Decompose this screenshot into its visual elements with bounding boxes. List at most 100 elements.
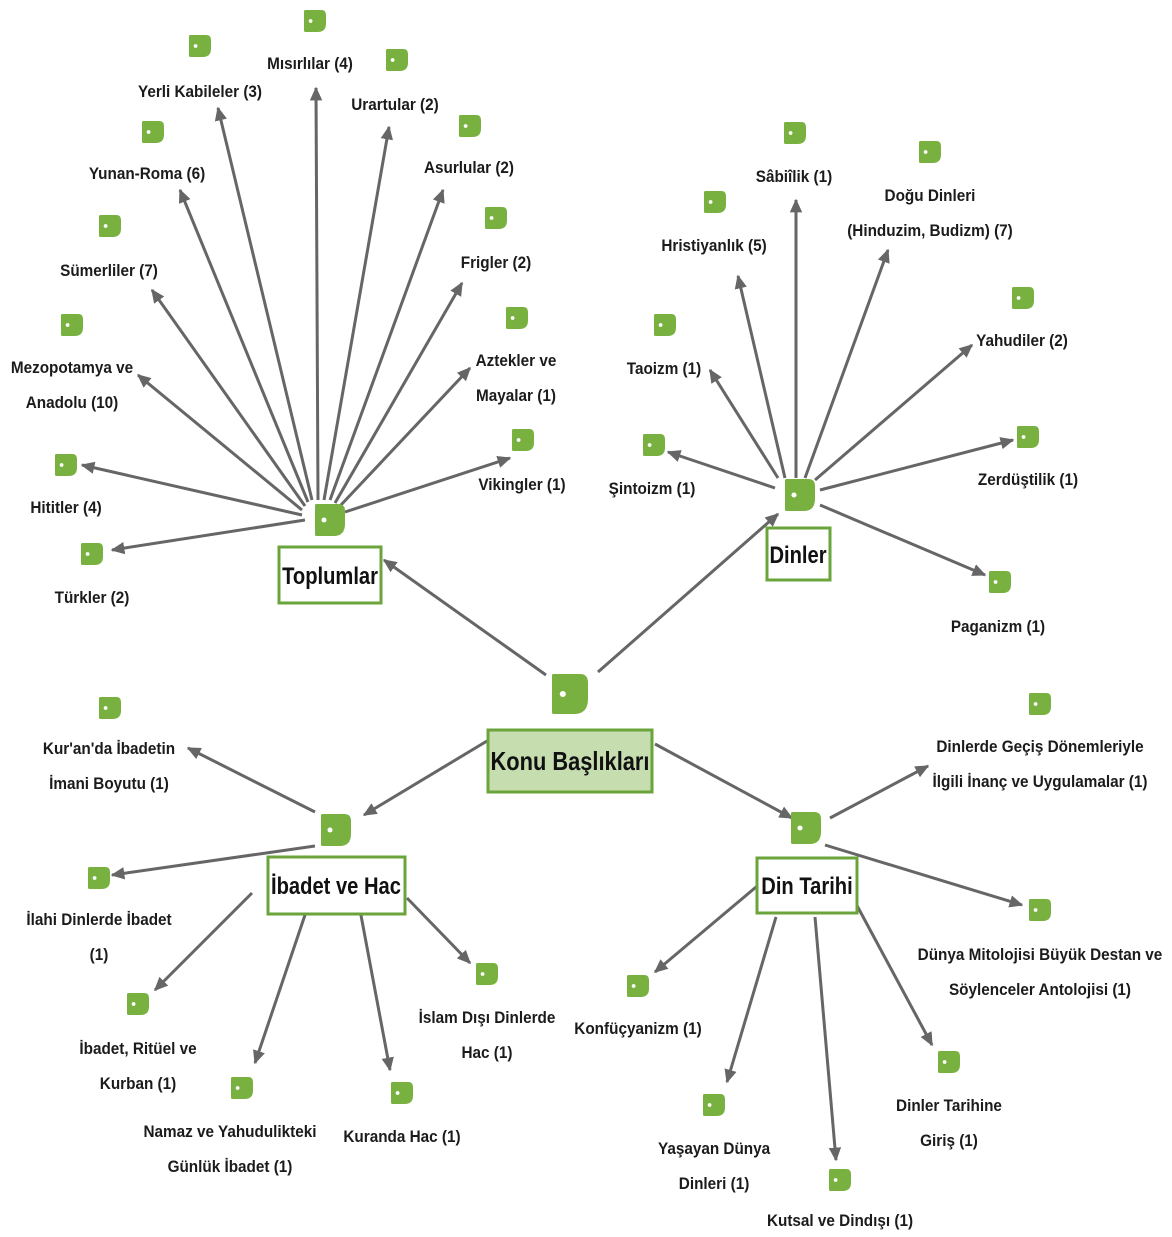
note-icon (231, 1077, 253, 1099)
leaf-node-toplumlar[interactable]: Sümerliler (7) (60, 215, 158, 280)
leaf-label: Sâbiîlik (1) (756, 167, 832, 186)
leaf-node-dinler[interactable]: Yahudiler (2) (976, 287, 1068, 350)
leaf-label-line: Kurban (1) (100, 1074, 176, 1093)
note-icon (1029, 693, 1051, 715)
leaf-node-dinler[interactable]: Taoizm (1) (627, 314, 701, 378)
leaf-label-line: Frigler (2) (461, 253, 531, 272)
leaf-node-dinler[interactable]: Zerdüştilik (1) (978, 426, 1078, 489)
leaf-label-line: Hristiyanlık (5) (661, 236, 766, 255)
note-icon (391, 1082, 413, 1104)
leaf-label: Paganizm (1) (951, 617, 1045, 636)
leaf-label-line: Hac (1) (462, 1043, 513, 1062)
note-icon (304, 10, 326, 32)
connector-arrow (322, 125, 393, 501)
leaf-label-line: (Hinduzim, Budizm) (7) (847, 221, 1013, 240)
note-icon (829, 1169, 851, 1191)
root-node[interactable]: Konu Başlıkları (486, 674, 654, 794)
leaf-node-dinler[interactable]: Doğu Dinleri(Hinduzim, Budizm) (7) (847, 141, 1013, 240)
connector-arrow (136, 373, 303, 512)
leaf-node-ibadet-ve-hac[interactable]: İlahi Dinlerde İbadet(1) (26, 867, 172, 964)
connectors (80, 86, 1024, 1162)
connector-arrow (186, 746, 316, 814)
connector-arrow-root-dinler (597, 512, 780, 674)
leaf-label: Vikingler (1) (478, 475, 565, 494)
connector-arrow (309, 86, 323, 501)
leaf-node-din-tarihi[interactable]: Konfüçyanizm (1) (574, 975, 702, 1038)
leaf-label: Yunan-Roma (6) (89, 164, 205, 183)
leaf-label-line: İbadet, Ritüel ve (79, 1039, 196, 1058)
leaf-node-toplumlar[interactable]: Türkler (2) (55, 543, 130, 607)
leaf-label: Urartular (2) (351, 95, 438, 114)
leaf-node-toplumlar[interactable]: Urartular (2) (351, 49, 439, 114)
leaf-label-line: Urartular (2) (351, 95, 438, 114)
connector-arrow (819, 437, 1015, 492)
leaf-label: Şintoizm (1) (609, 479, 696, 498)
leaf-label-line: Mısırlılar (4) (267, 54, 353, 73)
leaf-node-dinler[interactable]: Hristiyanlık (5) (661, 191, 767, 255)
leaf-node-din-tarihi[interactable]: Kutsal ve Dindışı (1) (767, 1169, 913, 1230)
topic-label: Din Tarihi (761, 872, 852, 899)
leaf-node-toplumlar[interactable]: Frigler (2) (461, 207, 531, 272)
leaf-label-line: Türkler (2) (55, 588, 130, 607)
leaf-node-ibadet-ve-hac[interactable]: İbadet, Ritüel ve Kurban (1) (79, 993, 197, 1093)
leaf-label: Konfüçyanizm (1) (574, 1019, 701, 1038)
topic-icon-slot (315, 504, 345, 536)
note-icon (61, 314, 83, 336)
topic-dinler[interactable]: Dinler (765, 479, 832, 582)
leaf-label-line: Sümerliler (7) (60, 261, 158, 280)
leaf-node-toplumlar[interactable]: Vikingler (1) (478, 429, 566, 494)
leaf-label-line: Hititler (4) (30, 498, 101, 517)
topic-box (266, 855, 407, 916)
leaf-node-toplumlar[interactable]: Yunan-Roma (6) (89, 121, 205, 183)
note-icon (485, 207, 507, 229)
leaf-node-toplumlar[interactable]: Mısırlılar (4) (267, 10, 353, 73)
leaf-node-toplumlar[interactable]: Hititler (4) (30, 454, 102, 517)
topic-din-tarihi[interactable]: Din Tarihi (755, 812, 859, 915)
connector-arrow (178, 188, 310, 503)
leaf-label-line: Şintoizm (1) (609, 479, 696, 498)
note-icon (99, 697, 121, 719)
connector-arrow (734, 274, 787, 479)
leaf-node-dinler[interactable]: Sâbiîlik (1) (756, 122, 832, 186)
note-icon (552, 674, 588, 714)
leaf-label: Yahudiler (2) (976, 331, 1068, 350)
connector-arrow (666, 450, 776, 490)
leaf-label-line: Kutsal ve Dindışı (1) (767, 1211, 913, 1230)
topic-toplumlar[interactable]: Toplumlar (277, 504, 383, 605)
leaf-node-dinler[interactable]: Paganizm (1) (951, 571, 1045, 636)
note-icon (127, 993, 149, 1015)
leaf-node-toplumlar[interactable]: Asurlular (2) (424, 115, 514, 177)
leaf-node-dinler[interactable]: Şintoizm (1) (609, 434, 696, 498)
connector-arrow (110, 844, 316, 880)
leaf-node-ibadet-ve-hac[interactable]: Kuranda Hac (1) (343, 1082, 461, 1146)
note-icon (459, 115, 481, 137)
leaf-nodes: Mısırlılar (4) Urartular (2)Asurlular (2)… (11, 10, 1162, 1230)
topic-ibadet-ve-hac[interactable]: İbadet ve Hac (266, 814, 407, 916)
leaf-label-line: Kur'an'da İbadetin (43, 739, 175, 758)
leaf-label-line: Dinlerde Geçiş Dönemleriyle (936, 737, 1143, 756)
note-icon (791, 812, 821, 844)
connector-arrow (824, 843, 1024, 908)
connector-arrow (338, 366, 472, 508)
note-icon (643, 434, 665, 456)
leaf-node-toplumlar[interactable]: Yerli Kabileler (3) (138, 35, 262, 101)
note-icon (919, 141, 941, 163)
connector-arrow (80, 461, 303, 517)
leaf-label: Kuranda Hac (1) (343, 1127, 460, 1146)
connector-arrow (333, 281, 464, 504)
connector-arrow (653, 880, 763, 974)
